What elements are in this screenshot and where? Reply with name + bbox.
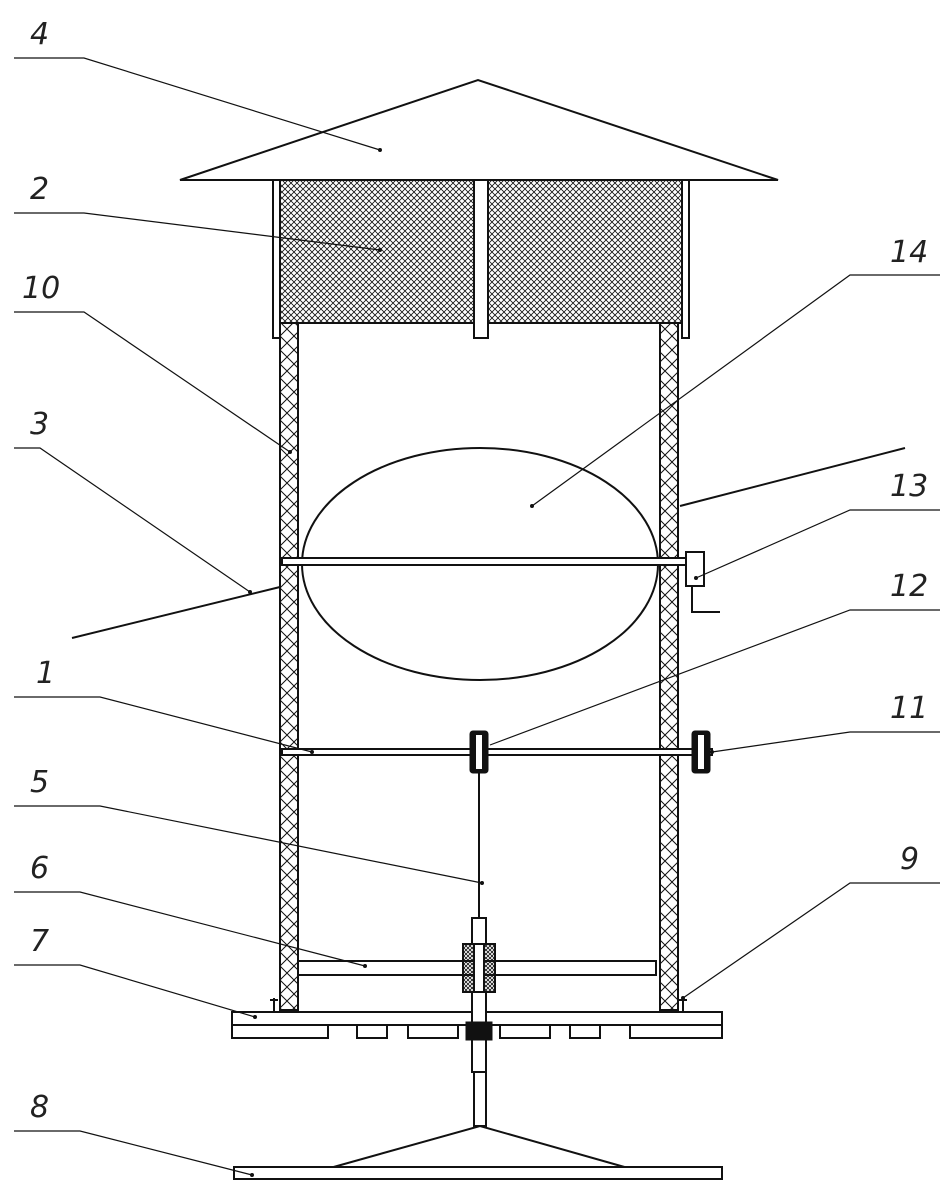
wall-right — [659, 322, 679, 1011]
wall-left — [279, 322, 299, 1011]
mesh-screen-left — [279, 179, 475, 324]
callout-8: 8 — [30, 1090, 49, 1125]
pulley-center-core — [476, 735, 482, 769]
bolt-left — [270, 998, 278, 1012]
callout-4: 4 — [30, 17, 49, 52]
callout-5: 5 — [30, 765, 49, 800]
leader-lines — [14, 57, 940, 1176]
lower-shaft — [281, 748, 713, 756]
bolt-right — [679, 998, 687, 1012]
actuator-body — [685, 551, 705, 587]
callout-9: 9 — [900, 842, 919, 877]
hub-inner — [473, 943, 485, 993]
deflector-left — [71, 586, 281, 639]
base-beams — [231, 1024, 723, 1039]
upper-shaft — [281, 557, 689, 566]
callout-12: 12 — [890, 569, 928, 604]
hub-top — [471, 917, 487, 945]
actuator-handle — [691, 586, 720, 613]
mesh-frame-left — [272, 179, 281, 339]
callout-10: 10 — [22, 271, 60, 306]
callout-2: 2 — [30, 172, 49, 207]
lower-shaft-stem — [473, 1071, 487, 1127]
foot-plate — [233, 1166, 723, 1180]
callout-6: 6 — [30, 851, 49, 886]
mesh-screen-right — [487, 179, 683, 324]
callout-13: 13 — [890, 469, 928, 504]
callout-7: 7 — [30, 924, 49, 959]
deflector-right — [679, 447, 906, 507]
callout-3: 3 — [30, 407, 49, 442]
callout-14: 14 — [890, 235, 928, 270]
mesh-frame-right — [681, 179, 690, 339]
center-post — [473, 179, 489, 339]
foot-cone — [329, 1124, 629, 1169]
vertical-shaft-collar — [465, 1021, 493, 1041]
callout-11: 11 — [890, 691, 928, 726]
roof-cap — [179, 78, 779, 181]
pulley-right-core — [698, 735, 704, 769]
callout-1: 1 — [36, 656, 55, 691]
leader-dots — [248, 148, 714, 1177]
